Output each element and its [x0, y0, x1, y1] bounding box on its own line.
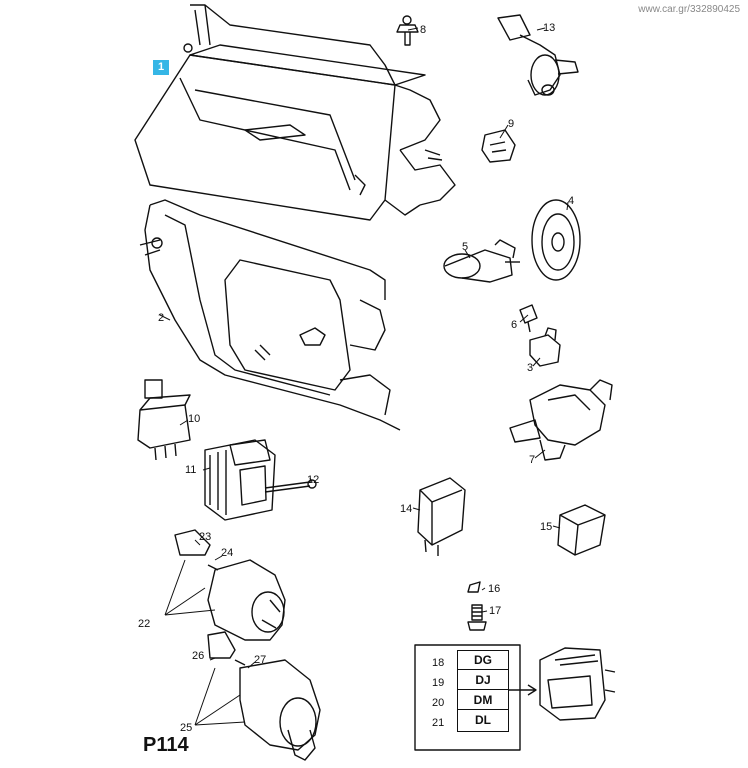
callout-2: 2: [158, 312, 165, 324]
headlamp-lens-part: [134, 4, 456, 221]
switch-module-part: [539, 647, 616, 721]
relay-part: [137, 379, 191, 461]
bolt-part: [264, 479, 317, 493]
callout-5: 5: [462, 241, 469, 253]
code-table-frame: [414, 644, 521, 751]
lamp-holder-part: [497, 14, 579, 96]
callout-4: 4: [568, 195, 575, 207]
switch-upper-part: [174, 529, 286, 641]
headlamp-frame-part: [139, 199, 401, 431]
callout-13: 13: [543, 22, 556, 34]
callout-3: 3: [527, 362, 534, 374]
callout-24: 24: [221, 547, 234, 559]
code-table-row: DL: [475, 713, 491, 727]
callout-26: 26: [192, 650, 205, 662]
leader-lines: [159, 27, 569, 726]
callout-7: 7: [529, 454, 536, 466]
callout-12: 12: [307, 474, 320, 486]
callout-6: 6: [511, 319, 518, 331]
callout-27: 27: [254, 654, 267, 666]
bulb-socket-part: [529, 327, 561, 367]
page-code: P114: [143, 734, 189, 756]
adjuster-motor-part: [509, 379, 613, 461]
code-table: DG DJ DM DL: [457, 650, 509, 732]
callout-11: 11: [185, 464, 197, 476]
callout-20: 20: [432, 697, 445, 709]
cap-part: [531, 199, 581, 281]
switch-lower-part: [207, 631, 321, 761]
code-table-row: DM: [458, 691, 508, 710]
callout-10: 10: [188, 413, 201, 425]
callout-1-highlight[interactable]: 1: [153, 60, 169, 75]
code-table-row: DJ: [458, 671, 508, 690]
callout-23: 23: [199, 531, 212, 543]
callout-19: 19: [432, 677, 445, 689]
relay-flat-part: [557, 504, 606, 556]
relay-box-part: [417, 477, 466, 556]
callout-17: 17: [489, 605, 502, 617]
screw-part: [396, 15, 419, 46]
callout-22: 22: [138, 618, 151, 630]
code-table-arrow: [508, 684, 537, 696]
callout-9: 9: [508, 118, 515, 130]
callout-21: 21: [432, 717, 445, 729]
clip-part: [467, 581, 481, 593]
callout-18: 18: [432, 657, 445, 669]
callout-14: 14: [400, 503, 413, 515]
small-bulb-part: [519, 304, 538, 333]
callout-16: 16: [488, 583, 501, 595]
bulb-part: [443, 239, 520, 283]
callout-25: 25: [180, 722, 193, 734]
screw-small-part: [467, 604, 487, 631]
code-table-row: DG: [458, 651, 508, 670]
flasher-unit-part: [204, 439, 276, 521]
callout-15: 15: [540, 521, 553, 533]
watermark-text: www.car.gr/332890425: [638, 4, 740, 15]
connector-part: [481, 129, 516, 163]
callout-8: 8: [420, 24, 427, 36]
